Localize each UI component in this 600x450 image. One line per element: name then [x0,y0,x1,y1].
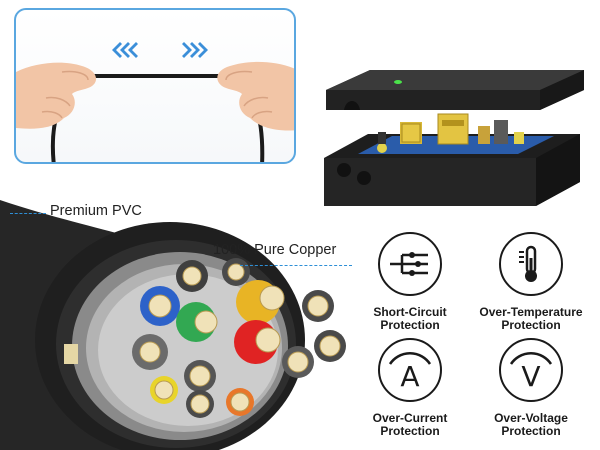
protection-glyph: V [521,360,540,393]
right-hand [217,61,294,131]
right-arrows-icon [182,42,208,58]
pvc-leader-line [10,213,46,214]
power-led-icon [394,80,402,84]
letter-v-icon: V [499,338,563,402]
pure-copper-label: 100% Pure Copper [213,242,337,258]
over-voltage-protection: V Over-Voltage Protection [466,338,596,438]
psu-circuit-board [358,113,554,154]
protection-glyph: A [400,360,419,393]
protection-line1: Over-Current [372,411,448,425]
cable-cross-section [0,200,346,450]
protection-line2: Protection [501,318,561,332]
hands-bending-cable-illustration [16,42,294,162]
power-supply-exploded-view [324,70,584,206]
cable-flex-panel [14,8,296,164]
short-circuit-protection: Short-Circuit Protection [345,232,475,332]
left-arrows-icon [112,42,138,58]
over-temperature-protection: Over-Temperature Protection [466,232,596,332]
over-current-protection: A Over-Current Protection [345,338,475,438]
letter-a-icon: A [378,338,442,402]
protection-line1: Short-Circuit [373,305,447,319]
short-circuit-icon [378,232,442,296]
protection-line2: Protection [380,318,440,332]
psu-top-lid [326,70,584,110]
protection-line1: Over-Temperature [479,305,583,319]
premium-pvc-label: Premium PVC [50,203,142,219]
left-hand [16,62,97,129]
thermometer-icon [499,232,563,296]
copper-strands [139,263,341,414]
copper-leader-line [240,265,352,266]
protection-line2: Protection [501,424,561,438]
protection-line2: Protection [380,424,440,438]
protection-line1: Over-Voltage [494,411,568,425]
